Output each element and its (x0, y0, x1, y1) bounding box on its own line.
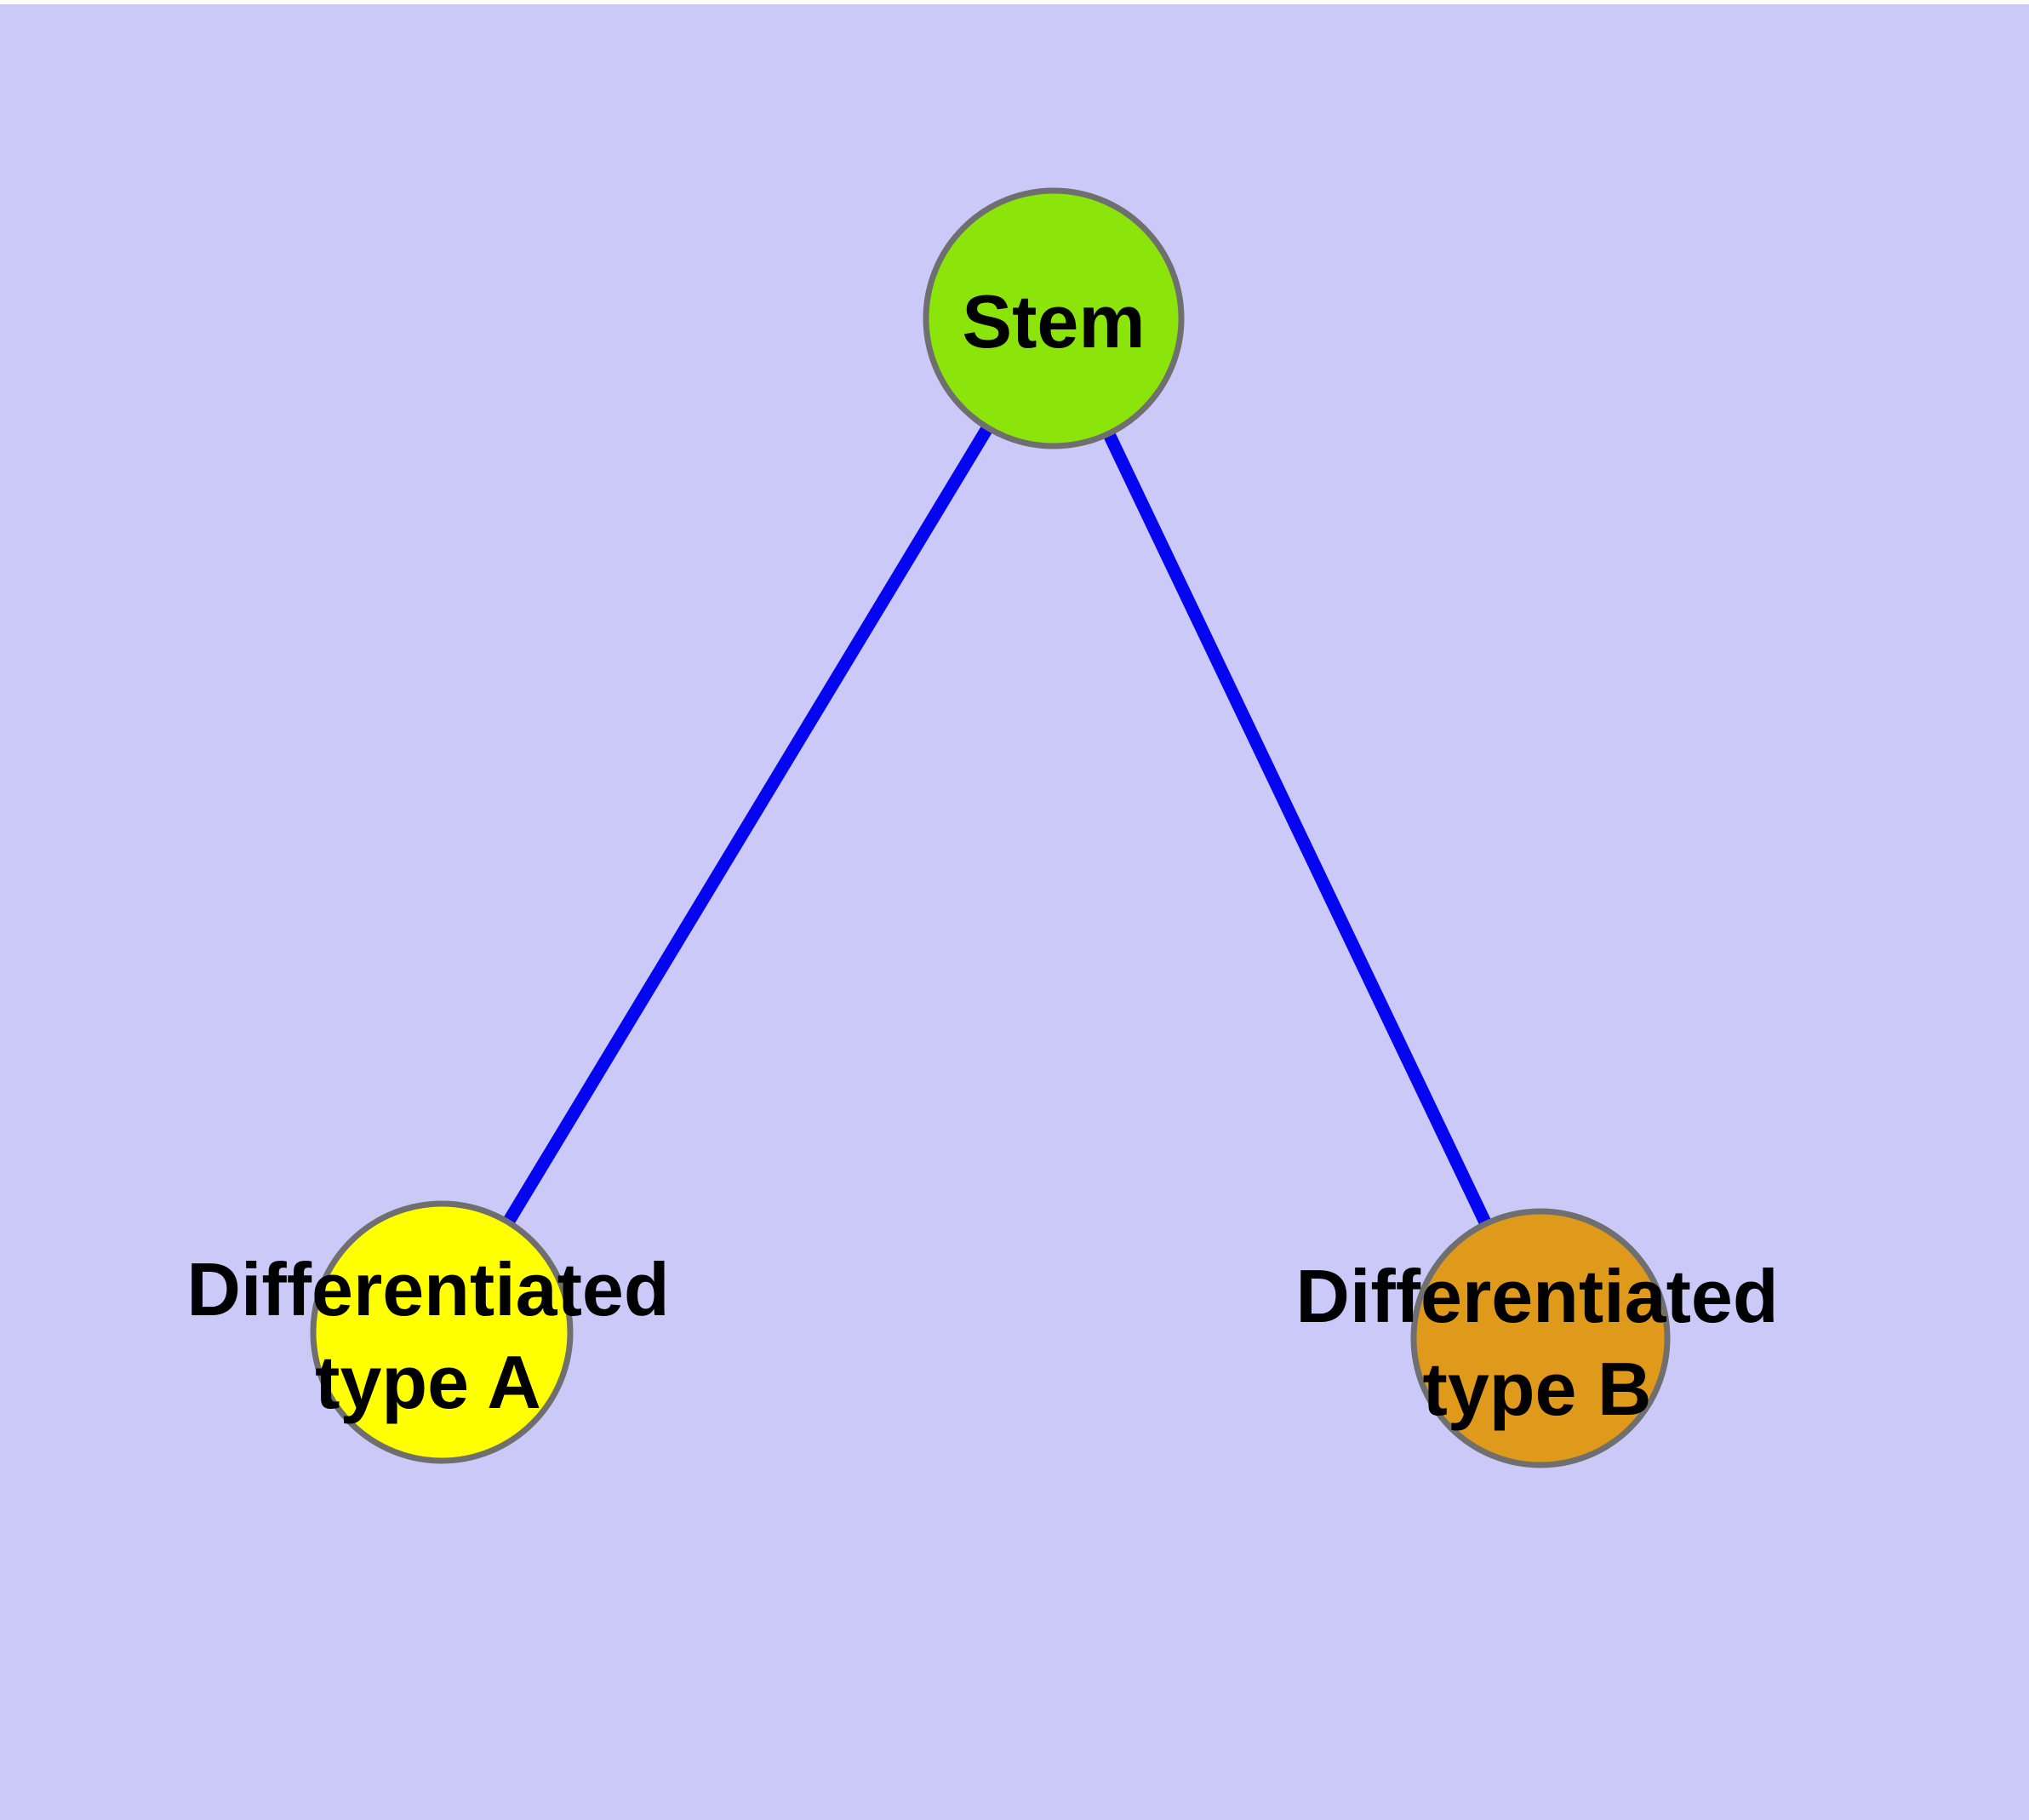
edge-stem-to-differentiated-type-a (436, 315, 1060, 1336)
node-label-differentiated-type-b-line2: type B (1423, 1347, 1652, 1431)
edge-stem-to-differentiated-type-b (1048, 315, 1546, 1342)
node-label-differentiated-type-a-line1: Differentiated (186, 1247, 669, 1331)
node-differentiated-type-b (1410, 1208, 1671, 1468)
node-label-differentiated-type-a-line2: type A (315, 1340, 541, 1424)
node-label-stem: Stem (962, 279, 1145, 363)
node-label-differentiated-type-b-line1: Differentiated (1295, 1254, 1778, 1338)
node-stem (923, 187, 1185, 449)
node-differentiated-type-a (310, 1200, 574, 1464)
